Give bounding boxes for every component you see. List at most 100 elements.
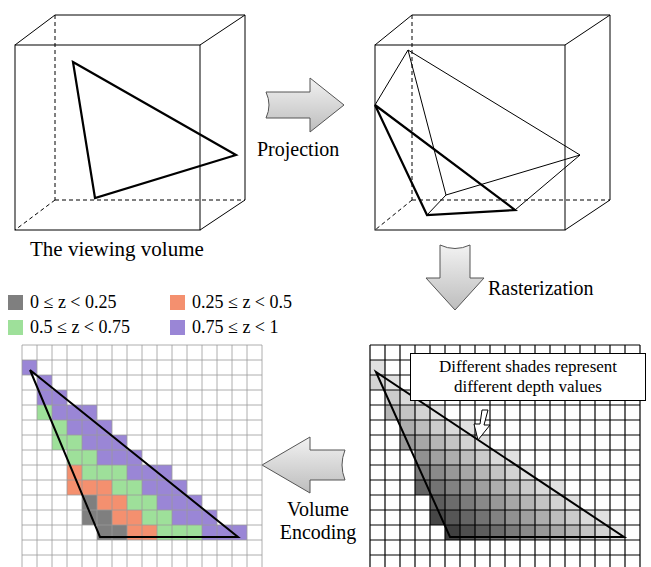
voxel-cell xyxy=(112,450,127,465)
voxel-cell xyxy=(520,495,535,510)
voxel-cell xyxy=(430,435,445,450)
voxel-cell xyxy=(82,450,97,465)
grid-line xyxy=(172,345,173,567)
grid-line xyxy=(52,345,53,567)
voxel-cell xyxy=(445,495,460,510)
voxel-cell xyxy=(112,495,127,510)
grid-line xyxy=(217,345,218,567)
voxel-cell xyxy=(430,450,445,465)
legend-text: 0.5 ≤ z < 0.75 xyxy=(30,317,130,338)
grid-line xyxy=(22,510,262,511)
grid-line xyxy=(97,345,98,567)
legend-text: 0.25 ≤ z < 0.5 xyxy=(192,292,292,313)
voxel-cell xyxy=(475,480,490,495)
block-arrow xyxy=(426,245,484,310)
voxel-cell xyxy=(505,510,520,525)
grid-line xyxy=(22,525,262,526)
grid-line xyxy=(142,345,143,567)
voxel-cell xyxy=(445,480,460,495)
voxel-cell xyxy=(535,510,550,525)
grid-line xyxy=(369,345,370,567)
voxel-cell xyxy=(97,450,112,465)
legend-swatch xyxy=(170,295,185,310)
voxel-cell xyxy=(460,510,475,525)
grid-line xyxy=(37,345,38,567)
grid-line xyxy=(370,464,640,465)
grid-line xyxy=(370,539,640,540)
voxel-cell xyxy=(460,480,475,495)
grid-line xyxy=(22,450,262,451)
voxel-cell xyxy=(127,495,142,510)
voxel-cell xyxy=(475,495,490,510)
voxel-cell xyxy=(460,465,475,480)
voxel-cell xyxy=(445,510,460,525)
voxel-cell xyxy=(535,495,550,510)
voxel-cell xyxy=(445,465,460,480)
grid-line xyxy=(370,434,640,435)
triangle-outline xyxy=(30,370,238,537)
callout-text: Different shades represent different dep… xyxy=(415,357,641,396)
grid-line xyxy=(262,345,263,567)
callout-pointer xyxy=(474,410,490,440)
voxel-cell xyxy=(127,465,142,480)
grid-line xyxy=(112,345,113,567)
voxel-cell xyxy=(112,465,127,480)
voxel-cell xyxy=(415,435,430,450)
voxel-cell xyxy=(97,495,112,510)
voxel-cell xyxy=(490,510,505,525)
step-label: Projection xyxy=(257,138,339,161)
voxel-cell xyxy=(490,495,505,510)
grid-line xyxy=(370,554,640,555)
grid-line xyxy=(22,360,262,361)
viewing-volume-cube xyxy=(15,15,245,230)
block-arrow xyxy=(262,437,345,493)
voxel-cell xyxy=(52,405,67,420)
grid-line xyxy=(22,465,262,466)
voxel-cell xyxy=(127,510,142,525)
block-arrow xyxy=(266,78,344,132)
grid-line xyxy=(22,405,262,406)
grid-line xyxy=(370,524,640,525)
voxel-cell xyxy=(490,465,505,480)
grid-line xyxy=(22,480,262,481)
voxel-cell xyxy=(505,495,520,510)
voxel-cell xyxy=(505,480,520,495)
grid-line xyxy=(202,345,203,567)
projected-volume-cube xyxy=(375,15,610,230)
legend-swatch xyxy=(8,295,23,310)
voxel-cell xyxy=(550,510,565,525)
voxel-cell xyxy=(445,450,460,465)
voxel-cell xyxy=(112,510,127,525)
grid-line xyxy=(370,479,640,480)
voxel-cell xyxy=(415,420,430,435)
volume-caption: The viewing volume xyxy=(30,237,204,261)
grid-line xyxy=(370,494,640,495)
voxel-cell xyxy=(445,435,460,450)
grid-line xyxy=(22,345,262,346)
voxel-cell xyxy=(157,495,172,510)
voxel-cell xyxy=(490,480,505,495)
grid-line xyxy=(22,375,262,376)
voxel-cell xyxy=(142,480,157,495)
voxel-cell xyxy=(97,465,112,480)
legend-swatch xyxy=(8,320,23,335)
voxel-cell xyxy=(460,495,475,510)
voxel-cell xyxy=(97,435,112,450)
grid-line xyxy=(187,345,188,567)
voxel-cell xyxy=(565,510,580,525)
voxel-cell xyxy=(400,405,415,420)
voxel-cell xyxy=(97,510,112,525)
grid-line xyxy=(370,344,640,345)
voxel-cell xyxy=(157,510,172,525)
grid-line xyxy=(370,404,640,405)
grid-line xyxy=(370,419,640,420)
grid-line xyxy=(157,345,158,567)
grid-line xyxy=(370,509,640,510)
legend-text: 0.75 ≤ z < 1 xyxy=(192,317,279,338)
voxel-cell xyxy=(127,480,142,495)
voxel-cell xyxy=(82,465,97,480)
voxel-cell xyxy=(430,420,445,435)
step-label: Volume Encoding xyxy=(268,498,368,544)
legend-swatch xyxy=(170,320,185,335)
grid-line xyxy=(127,345,128,567)
